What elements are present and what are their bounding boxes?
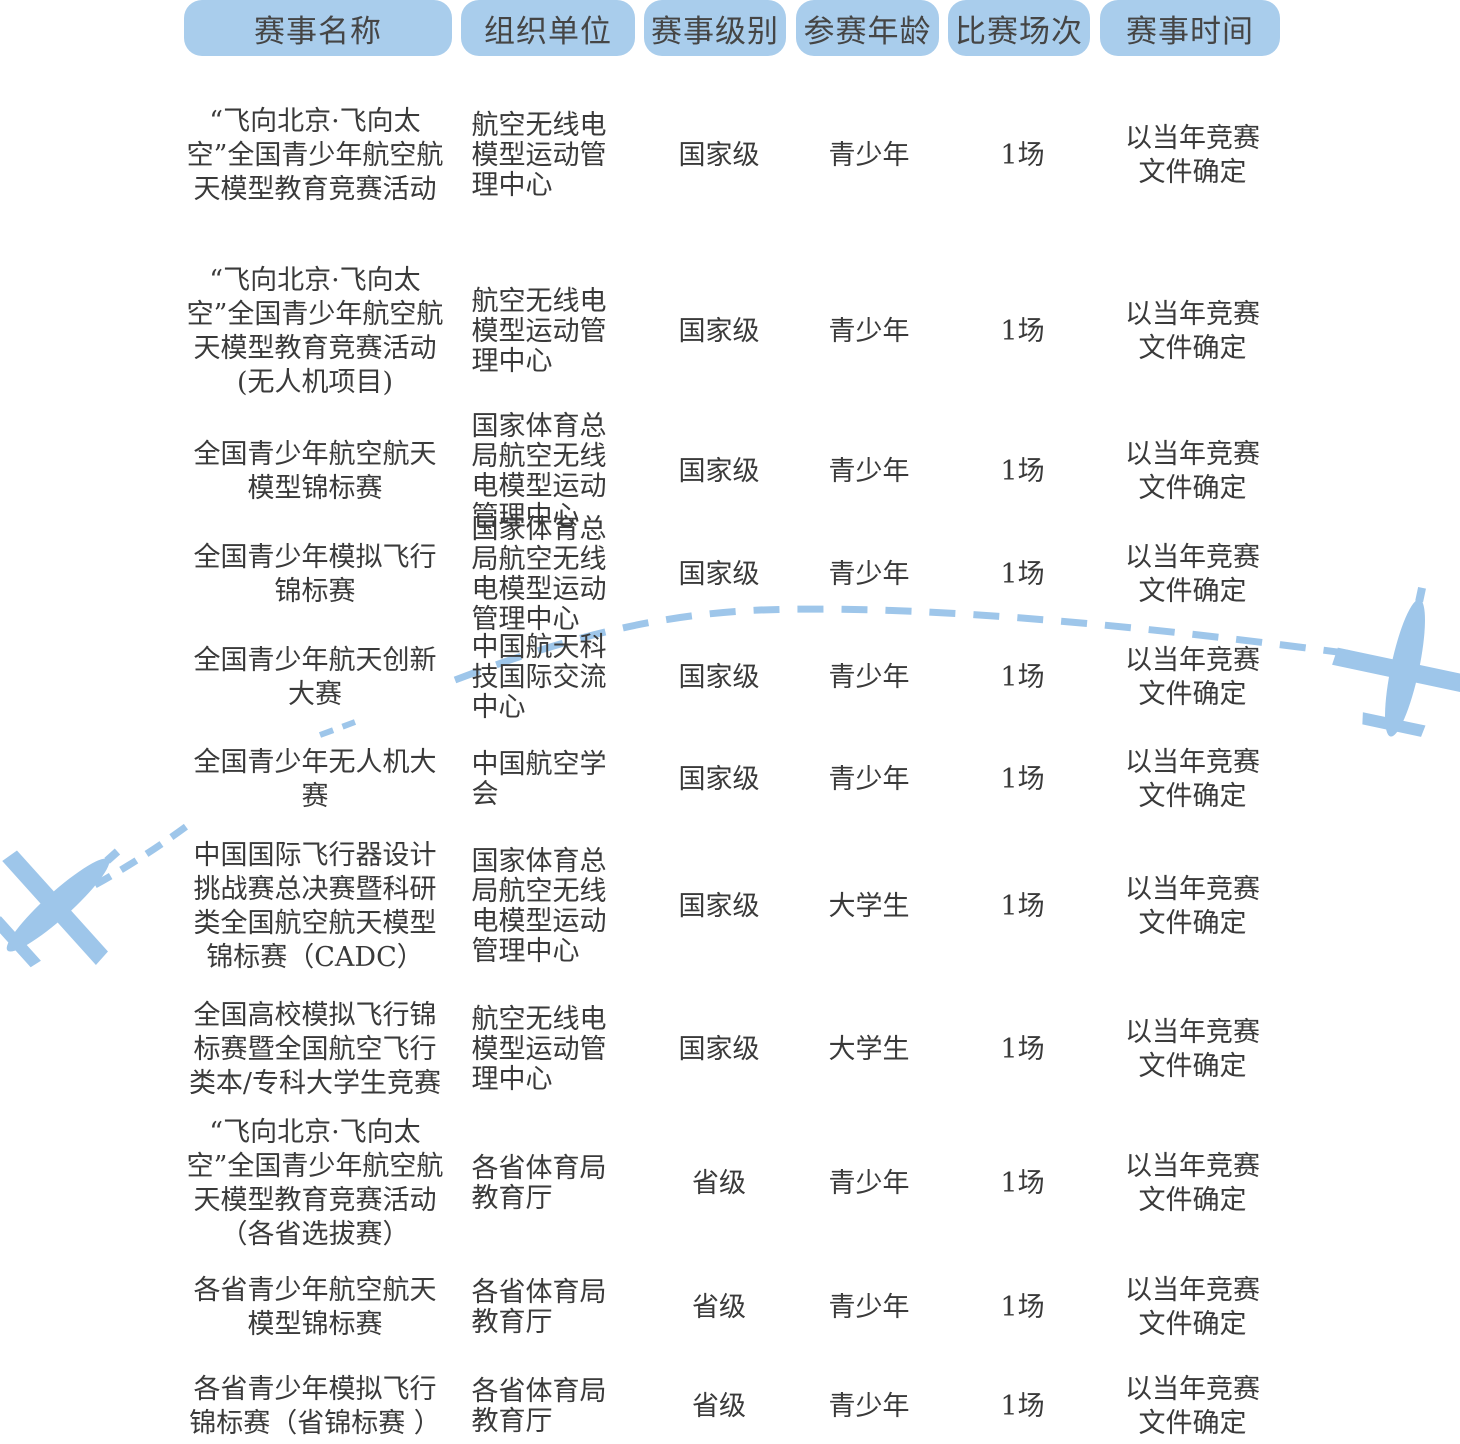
organizer: 航空无线电模型运动管理中心	[471, 110, 607, 201]
match-count: 1场	[1000, 1391, 1045, 1422]
event-name: 全国高校模拟飞行锦标赛暨全国航空飞行类本/专科大学生竞赛	[188, 1000, 442, 1099]
event-level: 省级	[692, 1391, 746, 1422]
event-name: 各省青少年航空航天模型锦标赛	[193, 1275, 437, 1340]
table-row: 中国国际飞行器设计挑战赛总决赛暨科研类全国航空航天模型锦标赛（CADC） 国家体…	[0, 840, 1460, 973]
event-name: 全国青少年航空航天模型锦标赛	[193, 439, 437, 504]
event-name: “飞向北京·飞向太空”全国青少年航空航天模型教育竞赛活动 (无人机项目)	[186, 265, 444, 398]
participant-age: 青少年	[828, 662, 910, 693]
event-time: 以当年竞赛文件确定	[1125, 1151, 1260, 1216]
match-count: 1场	[1000, 456, 1045, 487]
header-organizer: 组织单位	[461, 0, 635, 56]
airplane-icon-left	[0, 848, 121, 968]
organizer: 航空无线电模型运动管理中心	[471, 1004, 607, 1095]
header-event-name: 赛事名称	[184, 0, 452, 56]
organizer: 国家体育总局航空无线电模型运动管理中心	[471, 411, 607, 532]
participant-age: 青少年	[828, 1292, 910, 1323]
event-level: 国家级	[678, 140, 760, 171]
participant-age: 大学生	[828, 891, 910, 922]
event-level: 国家级	[678, 764, 760, 795]
event-name: 全国青少年航天创新大赛	[193, 645, 437, 710]
header-count: 比赛场次	[948, 0, 1090, 56]
organizer: 各省体育局教育厅	[471, 1376, 607, 1437]
table-row: “飞向北京·飞向太空”全国青少年航空航天模型教育竞赛活动 (无人机项目) 航空无…	[0, 262, 1460, 402]
match-count: 1场	[1000, 1034, 1045, 1065]
event-level: 省级	[692, 1168, 746, 1199]
event-level: 国家级	[678, 456, 760, 487]
participant-age: 大学生	[828, 1034, 910, 1065]
match-count: 1场	[1000, 316, 1045, 347]
event-level: 国家级	[678, 316, 760, 347]
table-row: 全国青少年无人机大赛 中国航空学会 国家级 青少年 1场 以当年竞赛文件确定	[0, 740, 1460, 820]
dashed-flight-path	[453, 605, 1361, 684]
table-row: 各省青少年航空航天模型锦标赛 各省体育局教育厅 省级 青少年 1场 以当年竞赛文…	[0, 1268, 1460, 1348]
table-row: 全国青少年航空航天模型锦标赛 国家体育总局航空无线电模型运动管理中心 国家级 青…	[0, 412, 1460, 532]
match-count: 1场	[1000, 559, 1045, 590]
participant-age: 青少年	[828, 1168, 910, 1199]
event-name: “飞向北京·飞向太空”全国青少年航空航天模型教育竞赛活动	[186, 106, 444, 205]
organizer: 各省体育局教育厅	[471, 1277, 607, 1338]
organizer: 国家体育总局航空无线电模型运动管理中心	[471, 514, 607, 635]
event-name: “飞向北京·飞向太空”全国青少年航空航天模型教育竞赛活动（各省选拔赛）	[186, 1117, 444, 1250]
airplane-icon-right	[1332, 586, 1460, 737]
participant-age: 青少年	[828, 1391, 910, 1422]
match-count: 1场	[1000, 1292, 1045, 1323]
header-level: 赛事级别	[644, 0, 786, 56]
match-count: 1场	[1000, 764, 1045, 795]
participant-age: 青少年	[828, 559, 910, 590]
organizer: 国家体育总局航空无线电模型运动管理中心	[471, 846, 607, 967]
organizer: 中国航空学会	[471, 749, 607, 810]
table-row: 全国青少年航天创新大赛 中国航天科技国际交流中心 国家级 青少年 1场 以当年竞…	[0, 633, 1460, 723]
event-time: 以当年竞赛文件确定	[1125, 542, 1260, 607]
event-name: 各省青少年模拟飞行锦标赛（省锦标赛 ）	[189, 1374, 441, 1439]
match-count: 1场	[1000, 662, 1045, 693]
event-name: 全国青少年无人机大赛	[193, 747, 437, 812]
event-time: 以当年竞赛文件确定	[1125, 645, 1260, 710]
event-name: 中国国际飞行器设计挑战赛总决赛暨科研类全国航空航天模型锦标赛（CADC）	[193, 840, 437, 973]
header-time: 赛事时间	[1100, 0, 1280, 56]
event-time: 以当年竞赛文件确定	[1125, 299, 1260, 364]
organizer: 航空无线电模型运动管理中心	[471, 286, 607, 377]
organizer: 各省体育局教育厅	[471, 1153, 607, 1214]
table-row: “飞向北京·飞向太空”全国青少年航空航天模型教育竞赛活动（各省选拔赛） 各省体育…	[0, 1117, 1460, 1250]
table-row: 各省青少年模拟飞行锦标赛（省锦标赛 ） 各省体育局教育厅 省级 青少年 1场 以…	[0, 1370, 1460, 1444]
participant-age: 青少年	[828, 316, 910, 347]
event-time: 以当年竞赛文件确定	[1125, 1017, 1260, 1082]
match-count: 1场	[1000, 140, 1045, 171]
table-row: 全国高校模拟飞行锦标赛暨全国航空飞行类本/专科大学生竞赛 航空无线电模型运动管理…	[0, 1000, 1460, 1100]
organizer: 中国航天科技国际交流中心	[471, 632, 607, 723]
event-time: 以当年竞赛文件确定	[1125, 747, 1260, 812]
table-row: 全国青少年模拟飞行锦标赛 国家体育总局航空无线电模型运动管理中心 国家级 青少年…	[0, 515, 1460, 635]
event-level: 国家级	[678, 662, 760, 693]
event-time: 以当年竞赛文件确定	[1125, 1275, 1260, 1340]
participant-age: 青少年	[828, 764, 910, 795]
event-time: 以当年竞赛文件确定	[1125, 439, 1260, 504]
header-age: 参赛年龄	[796, 0, 939, 56]
event-time: 以当年竞赛文件确定	[1125, 874, 1260, 939]
event-level: 省级	[692, 1292, 746, 1323]
event-level: 国家级	[678, 559, 760, 590]
dashed-flight-path-left	[93, 817, 198, 889]
participant-age: 青少年	[828, 140, 910, 171]
dashed-flight-path-segment	[318, 719, 357, 738]
match-count: 1场	[1000, 891, 1045, 922]
participant-age: 青少年	[828, 456, 910, 487]
table-header: 赛事名称 组织单位 赛事级别 参赛年龄 比赛场次 赛事时间	[0, 0, 1460, 56]
event-time: 以当年竞赛文件确定	[1125, 123, 1260, 188]
event-level: 国家级	[678, 1034, 760, 1065]
event-level: 国家级	[678, 891, 760, 922]
event-name: 全国青少年模拟飞行锦标赛	[193, 542, 437, 607]
event-time: 以当年竞赛文件确定	[1125, 1374, 1260, 1439]
table-row: “飞向北京·飞向太空”全国青少年航空航天模型教育竞赛活动 航空无线电模型运动管理…	[0, 88, 1460, 224]
match-count: 1场	[1000, 1168, 1045, 1199]
